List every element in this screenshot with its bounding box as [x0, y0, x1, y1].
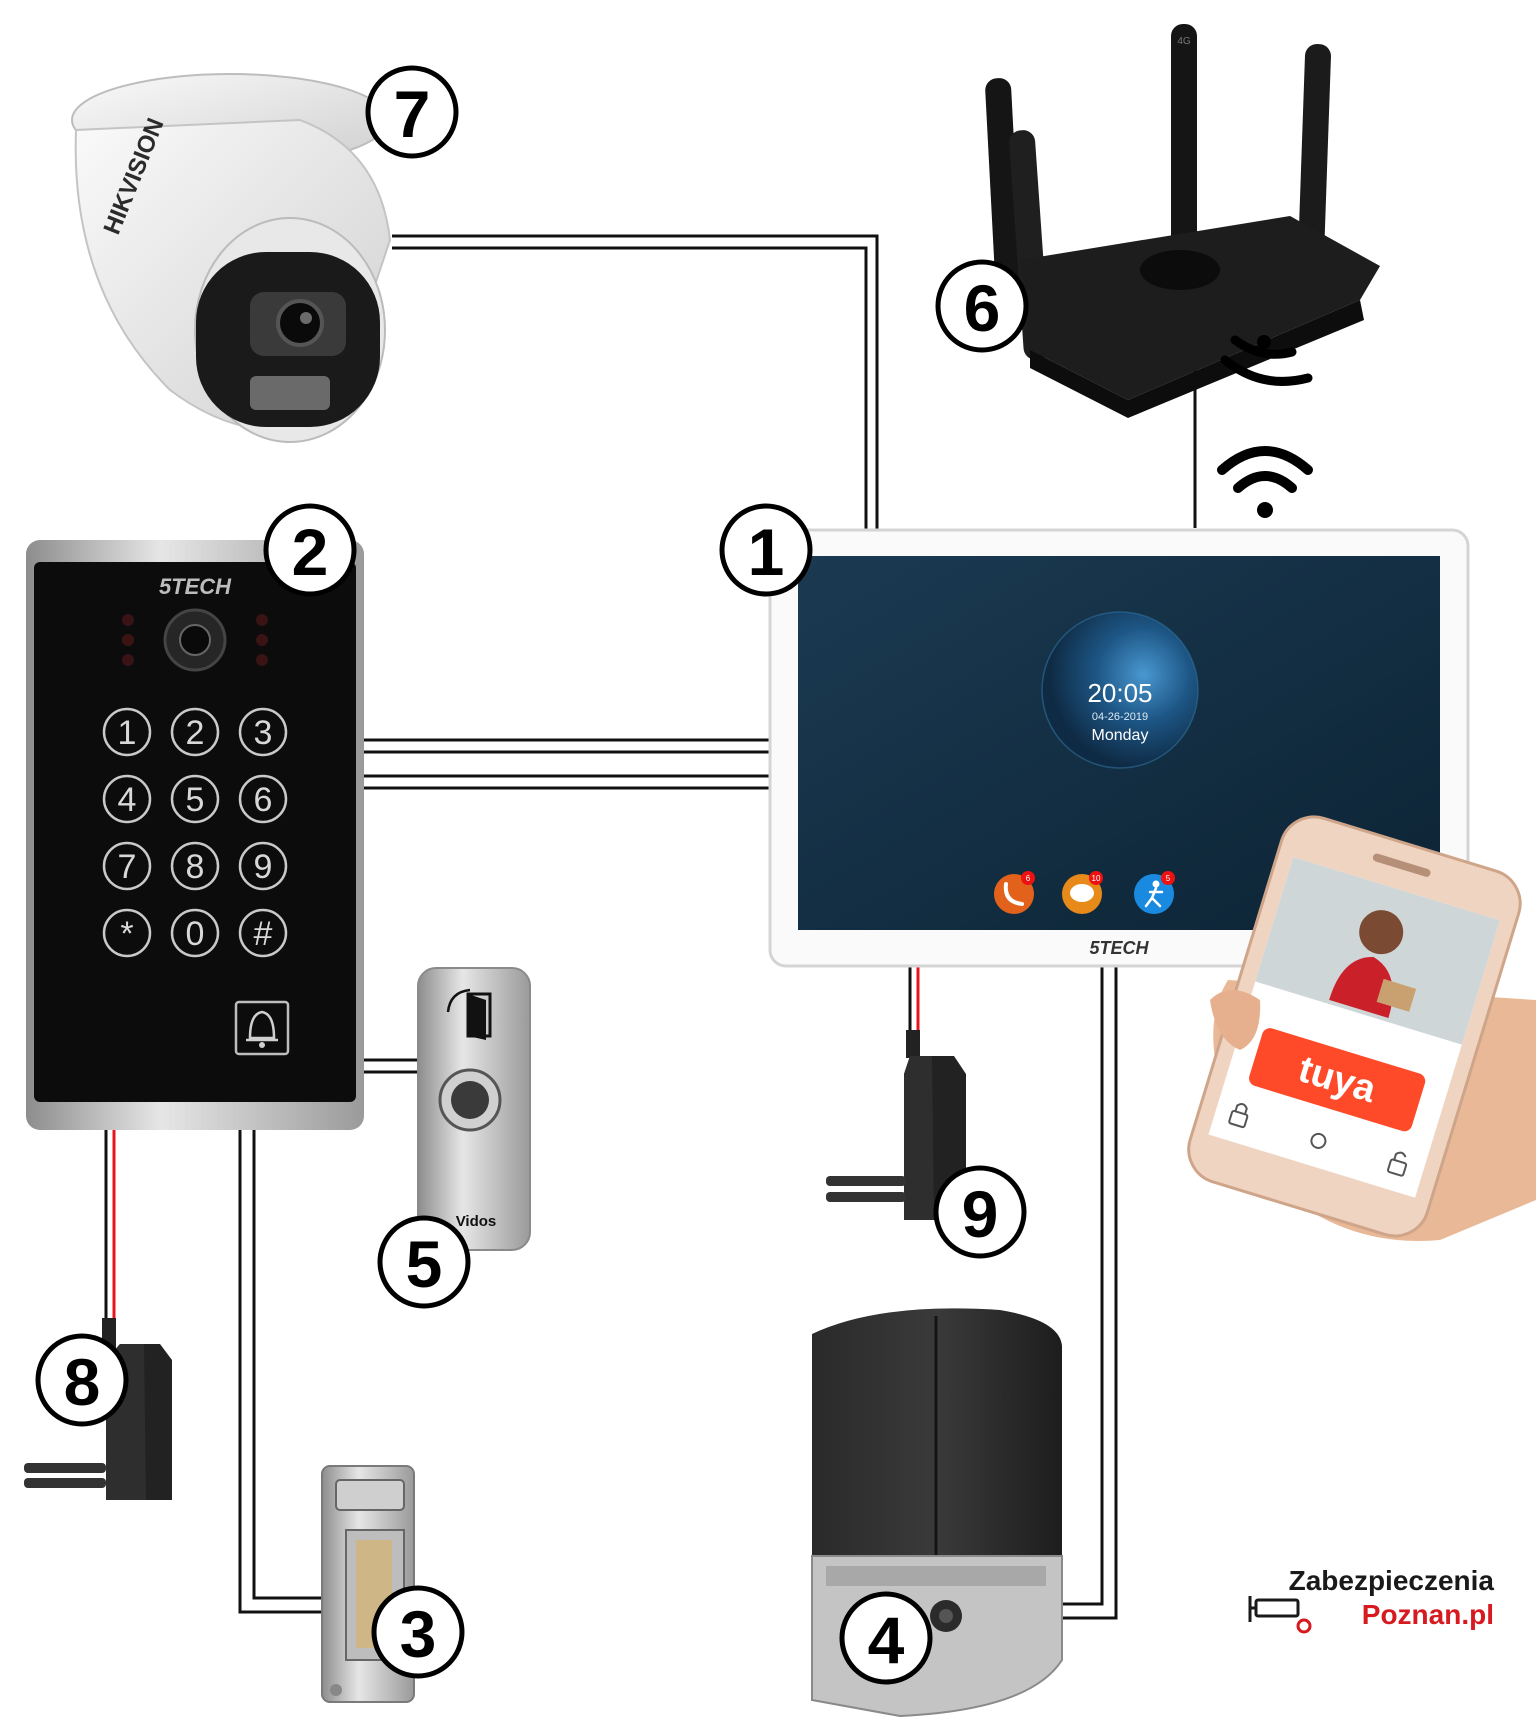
keypad-key-ring	[238, 774, 288, 824]
keypad-key-ring	[170, 774, 220, 824]
keypad-key-label: 1	[118, 714, 137, 752]
keypad-key: 4	[102, 774, 152, 824]
badge-7: 7	[365, 65, 459, 159]
keypad-key-label: 9	[254, 848, 273, 886]
keypad-key-label: 4	[118, 781, 137, 819]
wire-monitor-gate-2	[1058, 962, 1118, 1620]
keypad-key: 8	[170, 841, 220, 891]
smartphone-app: tuya	[1187, 815, 1536, 1241]
badge-1: 1	[719, 503, 813, 597]
keypad-key-ring	[170, 707, 220, 757]
keypad-key: *	[102, 908, 152, 958]
unlock-icon	[1387, 1151, 1408, 1177]
keypad-key-ring	[102, 707, 152, 757]
badge-2: 2	[263, 503, 357, 597]
keypad-key: 5	[170, 774, 220, 824]
router: 4G	[985, 24, 1380, 418]
logo-line1: Zabezpieczenia	[1289, 1565, 1495, 1596]
wire-camera-monitor-2	[392, 246, 868, 534]
badge-3: 3	[371, 1585, 465, 1679]
badge-2-label: 2	[292, 515, 329, 589]
badge-9-label: 9	[962, 1177, 999, 1251]
keypad-key: 2	[170, 707, 220, 757]
keypad-key: 9	[238, 841, 288, 891]
keypad-key-ring	[102, 908, 152, 958]
door-station: 5TECH 1 2 3 4 5 6 7 8 9 * 0 #	[26, 540, 364, 1130]
message-app-icon: 10	[1062, 871, 1103, 914]
keypad-key-ring	[102, 774, 152, 824]
keypad-key-label: #	[254, 915, 273, 953]
keypad-key-label: 7	[118, 848, 137, 886]
exit-button: Vidos	[417, 967, 531, 1251]
monitor-day: Monday	[1092, 727, 1149, 744]
wires	[104, 234, 1197, 1620]
motion-app-icon: 5	[1134, 871, 1175, 914]
keypad-key-ring	[170, 908, 220, 958]
cctv-camera-icon	[1248, 1596, 1312, 1634]
wire-door-strike-1	[238, 1128, 324, 1614]
refresh-icon	[1310, 1132, 1327, 1149]
message-app-badge: 10	[1092, 874, 1101, 883]
wire-camera-monitor	[392, 234, 879, 534]
keypad-key-label: 6	[254, 781, 273, 819]
badge-7-label: 7	[394, 77, 431, 151]
badge-6: 6	[935, 259, 1029, 353]
badge-4-label: 4	[868, 1603, 905, 1677]
keypad: 1 2 3 4 5 6 7 8 9 * 0 #	[102, 707, 288, 958]
keypad-key-label: 3	[254, 714, 273, 752]
keypad-key: 1	[102, 707, 152, 757]
badge-5: 5	[377, 1215, 471, 1309]
wifi-icon	[1217, 446, 1313, 518]
logo-line2: Poznan.pl	[1362, 1599, 1494, 1630]
monitor-brand: 5TECH	[1089, 938, 1149, 958]
badge-4: 4	[839, 1591, 933, 1685]
keypad-key: 7	[102, 841, 152, 891]
monitor-date: 04-26-2019	[1092, 711, 1148, 723]
keypad-key: 0	[170, 908, 220, 958]
keypad-key-ring	[238, 908, 288, 958]
lock-icon	[1228, 1103, 1249, 1129]
wire-door-strike-2	[252, 1128, 324, 1600]
keypad-key-ring	[238, 841, 288, 891]
keypad-key: 3	[238, 707, 288, 757]
keypad-key-label: *	[120, 915, 133, 953]
badge-6-label: 6	[964, 271, 1001, 345]
keypad-key-ring	[102, 841, 152, 891]
bell-icon	[246, 1010, 278, 1048]
call-app-badge: 6	[1026, 874, 1031, 883]
door-station-brand: 5TECH	[159, 574, 232, 599]
keypad-key: #	[238, 908, 288, 958]
motion-app-badge: 5	[1166, 874, 1171, 883]
badge-5-label: 5	[406, 1227, 443, 1301]
monitor-time: 20:05	[1087, 678, 1152, 708]
keypad-key: 6	[238, 774, 288, 824]
keypad-key-label: 2	[186, 714, 205, 752]
badge-9: 9	[933, 1165, 1027, 1259]
badge-8: 8	[35, 1333, 129, 1427]
wifi-signal-icon	[1220, 335, 1313, 386]
dome-camera: HIKVISION	[71, 73, 392, 443]
keypad-key-label: 8	[186, 848, 205, 886]
keypad-key-label: 5	[186, 781, 205, 819]
keypad-key-ring	[238, 707, 288, 757]
badge-8-label: 8	[64, 1345, 101, 1419]
zabezpieczenia-logo: Zabezpieczenia Poznan.pl	[1248, 1565, 1495, 1634]
exit-button-brand: Vidos	[456, 1213, 497, 1230]
keypad-key-ring	[170, 841, 220, 891]
keypad-key-label: 0	[186, 915, 205, 953]
badge-3-label: 3	[400, 1597, 437, 1671]
badge-1-label: 1	[748, 515, 785, 589]
call-app-icon: 6	[994, 871, 1035, 914]
wire-monitor-gate-1	[1058, 962, 1104, 1606]
door-exit-icon	[446, 988, 492, 1040]
power-supply-door-station	[24, 1318, 172, 1500]
router-antenna-label: 4G	[1177, 36, 1191, 47]
